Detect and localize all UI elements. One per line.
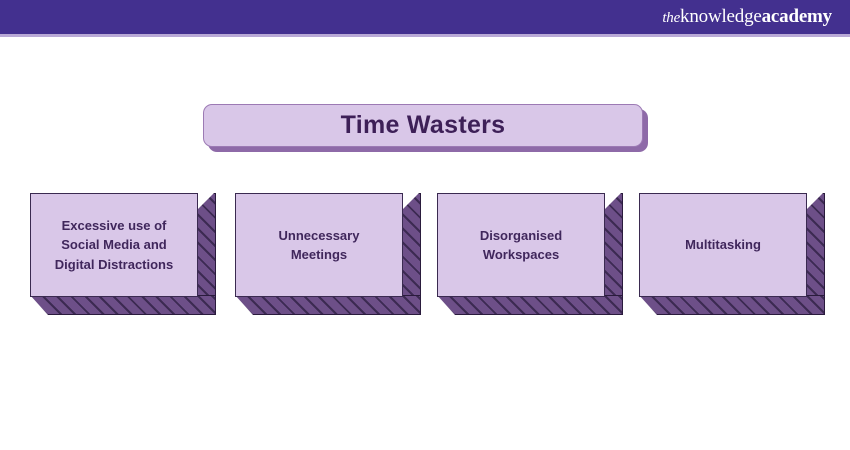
box-label: Unnecessary Meetings [278, 227, 360, 263]
logo-knowledge-text: knowledge [680, 6, 762, 27]
page-title: Time Wasters [340, 111, 506, 139]
logo-academy-text: academy [761, 6, 833, 27]
box-label: Multitasking [685, 237, 761, 253]
box-face: Multitasking [639, 193, 807, 297]
box-bottom-panel [235, 295, 421, 315]
header-bar: theknowledgeacademy [0, 0, 850, 34]
time-waster-box-4: Multitasking [639, 193, 825, 315]
time-waster-box-3: Disorganised Workspaces [437, 193, 623, 315]
title-card-wrapper: Time Wasters [203, 104, 648, 152]
time-waster-box-1: Excessive use of Social Media and Digita… [30, 193, 216, 315]
time-waster-box-2: Unnecessary Meetings [235, 193, 421, 315]
box-bottom-panel [30, 295, 216, 315]
the-knowledge-academy-logo: theknowledgeacademy [662, 6, 832, 28]
box-face: Unnecessary Meetings [235, 193, 403, 297]
time-wasters-box-row: Excessive use of Social Media and Digita… [0, 193, 850, 318]
header-underline [0, 34, 850, 37]
box-label: Disorganised Workspaces [479, 227, 563, 263]
box-face: Disorganised Workspaces [437, 193, 605, 297]
box-bottom-panel [437, 295, 623, 315]
box-face: Excessive use of Social Media and Digita… [30, 193, 198, 297]
box-label: Excessive use of Social Media and Digita… [54, 217, 174, 272]
box-bottom-panel [639, 295, 825, 315]
title-card: Time Wasters [203, 104, 643, 147]
logo-the-text: the [662, 10, 681, 26]
